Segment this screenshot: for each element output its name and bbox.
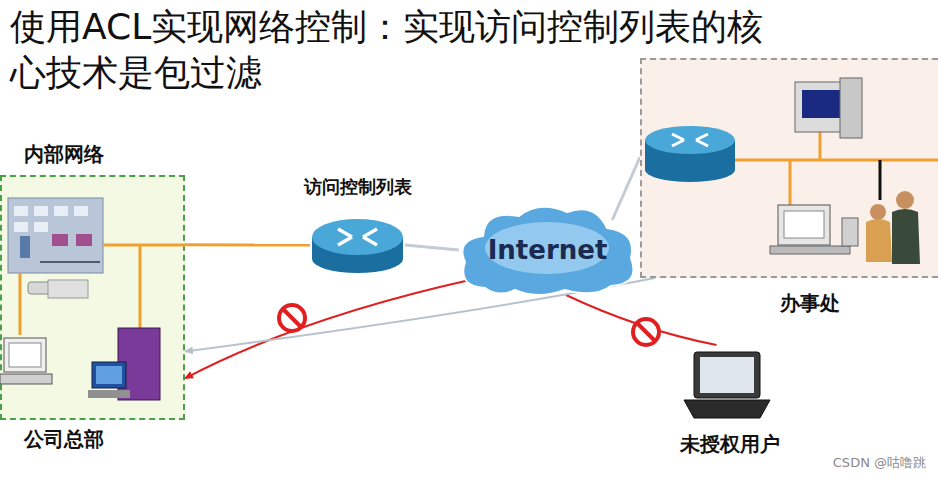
router-outline bbox=[310, 215, 405, 275]
node-label: 公司总部 bbox=[24, 426, 104, 453]
user-laptop: 未授权用户 bbox=[685, 345, 775, 420]
network-region: 内部网络公司总部 bbox=[0, 175, 185, 420]
office-region: 办事处 bbox=[640, 58, 938, 278]
office-lan bbox=[730, 132, 938, 210]
blocked-sign bbox=[279, 305, 305, 331]
connector bbox=[566, 295, 717, 345]
blocked-sign bbox=[633, 319, 659, 345]
watermark: CSDN @咕噜跳 bbox=[833, 454, 926, 472]
office-people bbox=[866, 191, 920, 264]
title: 使用ACL实现网络控制：实现访问控制列表的核心技术是包过滤 bbox=[10, 4, 780, 96]
node-label: Internet bbox=[488, 235, 608, 265]
internet-cloud: Internet bbox=[455, 200, 640, 300]
hq-building bbox=[8, 198, 103, 298]
office-desk-pc bbox=[770, 205, 858, 254]
hq-pc bbox=[0, 338, 52, 384]
acl-router: 访问控制列表 bbox=[310, 215, 405, 275]
laptop bbox=[684, 352, 770, 418]
connector bbox=[612, 157, 640, 220]
node-label: 办事处 bbox=[780, 290, 840, 317]
office-router bbox=[645, 126, 735, 182]
node-label: 访问控制列表 bbox=[304, 175, 412, 199]
node-label: 内部网络 bbox=[24, 141, 104, 168]
connector bbox=[405, 245, 459, 250]
hq-server bbox=[88, 328, 160, 400]
connector bbox=[185, 243, 310, 246]
office-pc bbox=[795, 78, 862, 138]
connector bbox=[185, 280, 470, 378]
hq-wires bbox=[20, 245, 185, 335]
node-label: 未授权用户 bbox=[680, 431, 780, 458]
